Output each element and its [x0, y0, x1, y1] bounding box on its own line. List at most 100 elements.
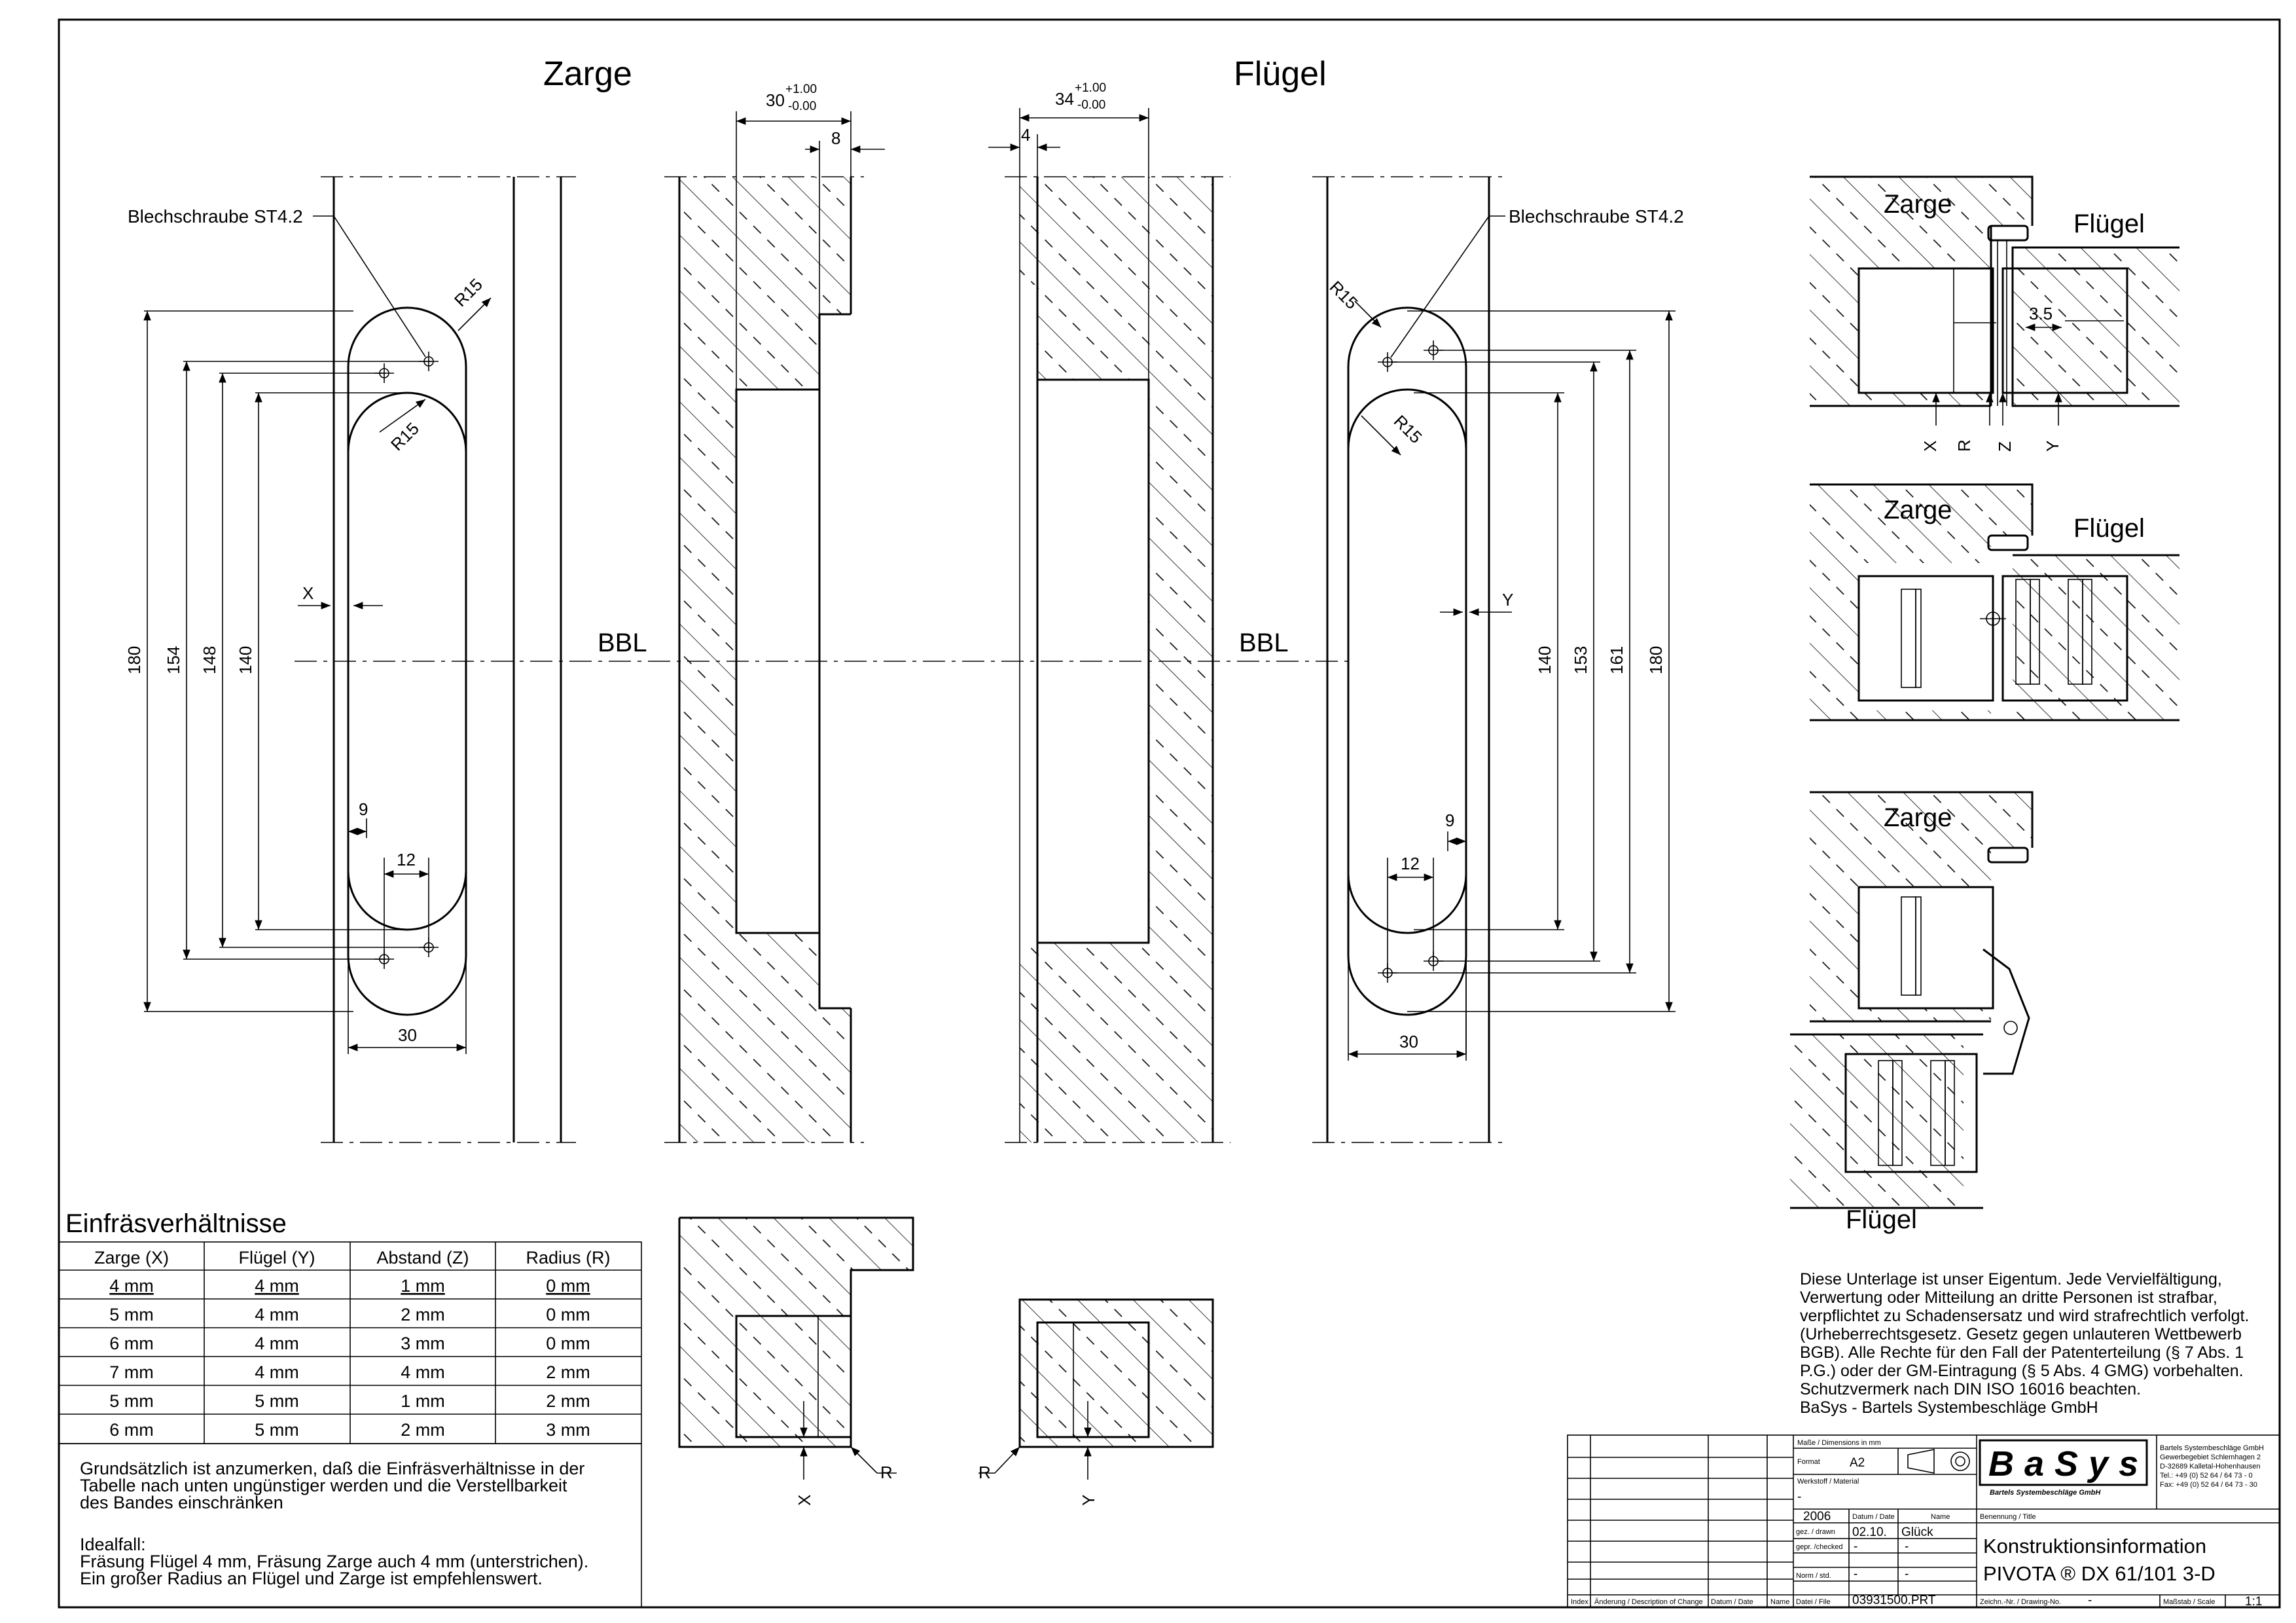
- table-cell: 2 mm: [546, 1391, 590, 1411]
- table-cell: 1 mm: [401, 1276, 445, 1296]
- fluegel-section-view: 34 +1.00 -0.00 4: [988, 81, 1230, 1143]
- d3-fluegel-label: Flügel: [1846, 1205, 1917, 1234]
- detail-1: 3.5 Zarge Flügel X R Z Y: [1810, 175, 2179, 452]
- legal-line: Diese Unterlage ist unser Eigentum. Jede…: [1800, 1270, 2222, 1288]
- legal-line: Schutzvermerk nach DIN ISO 16016 beachte…: [1800, 1380, 2141, 1398]
- page-border: [58, 18, 2281, 1609]
- table-title: Einfräsverhältnisse: [65, 1209, 287, 1238]
- r15-label-b: R15: [387, 418, 423, 454]
- screw-label-right: Blechschraube ST4.2: [1509, 206, 1684, 227]
- table-cell: 4 mm: [255, 1362, 299, 1382]
- tb-norm: Norm / std.: [1796, 1572, 1831, 1580]
- legal-line: BGB). Alle Rechte für den Fall der Paten…: [1800, 1343, 2244, 1362]
- fluegel-title: Flügel: [1234, 55, 1327, 93]
- tb-gepr-name: -: [1905, 1540, 1909, 1554]
- tb-drawer: Glück: [1901, 1525, 1933, 1539]
- einfraes-table: Einfräsverhältnisse Zarge (X) Flügel (Y)…: [58, 1209, 642, 1608]
- note-line: Ein großer Radius an Flügel und Zarge is…: [80, 1569, 543, 1588]
- r15-label-d: R15: [1390, 411, 1426, 447]
- bottom-section-right: R Y: [978, 1298, 1214, 1506]
- bbl-label-left: BBL: [598, 629, 647, 657]
- sec-right-y-label: Y: [1079, 1495, 1098, 1506]
- tb-norm-date: -: [1854, 1567, 1857, 1581]
- table-cell: 0 mm: [546, 1276, 590, 1296]
- sec-left-tol-dn: -0.00: [788, 100, 816, 113]
- sec-right-tol-up: +1.00: [1075, 81, 1106, 95]
- tb-file: 03931500.PRT: [1852, 1594, 1936, 1607]
- tb-zeich: Zeichn.-Nr. / Drawing-No.: [1980, 1598, 2061, 1606]
- table-cell: 3 mm: [401, 1334, 445, 1353]
- tb-format-value: A2: [1850, 1456, 1865, 1470]
- tb-gez: gez. / drawn: [1796, 1528, 1835, 1536]
- detail-2: Zarge Flügel: [1810, 483, 2179, 721]
- table-header-zarge: Zarge (X): [94, 1248, 169, 1267]
- tb-year: 2006: [1803, 1510, 1831, 1523]
- d1-zarge-label: Zarge: [1884, 190, 1952, 219]
- tb-norm-name: -: [1905, 1567, 1909, 1581]
- table-cell: 4 mm: [401, 1362, 445, 1382]
- tb-name-label: Name: [1931, 1513, 1950, 1521]
- basys-logo: [1979, 1439, 2148, 1486]
- tb-format-label: Format: [1797, 1458, 1820, 1466]
- tb-name2: Name: [1770, 1598, 1789, 1606]
- note-line: Idealfall:: [80, 1535, 146, 1554]
- note-line: des Bandes einschränken: [80, 1493, 283, 1512]
- dim-30-left: 30: [398, 1025, 417, 1045]
- tb-datei: Datei / File: [1796, 1598, 1831, 1606]
- tb-title-1: Konstruktionsinformation: [1983, 1535, 2206, 1558]
- note-line: Fräsung Flügel 4 mm, Fräsung Zarge auch …: [80, 1552, 588, 1571]
- basys-logo-text: BaSys: [1988, 1444, 2149, 1484]
- dim-180-left: 180: [124, 646, 144, 674]
- dim-30-right: 30: [1399, 1032, 1418, 1051]
- tb-massstab: Maßstab / Scale: [2163, 1598, 2215, 1606]
- legal-line: Verwertung oder Mitteilung an dritte Per…: [1800, 1288, 2217, 1307]
- d1-letter-z: Z: [1995, 441, 2015, 452]
- dim-9-left: 9: [359, 799, 368, 819]
- company-line: Fax: +49 (0) 52 64 / 64 73 - 30: [2160, 1481, 2257, 1489]
- fluegel-plan-view: Blechschraube ST4.2 R15 R15 140 153 161 …: [1312, 176, 1684, 1143]
- screw-label-left: Blechschraube ST4.2: [128, 206, 303, 227]
- tb-index: Index: [1571, 1598, 1588, 1606]
- y-mark-label: Y: [1502, 590, 1513, 610]
- table-cell: 3 mm: [546, 1420, 590, 1440]
- legal-line: verpflichtet zu Schadensersatz und wird …: [1800, 1307, 2249, 1325]
- tb-werkstoff: Werkstoff / Material: [1797, 1478, 1859, 1486]
- sec-left-dim-8: 8: [831, 128, 840, 148]
- table-header-radius: Radius (R): [526, 1248, 610, 1267]
- dim-12-right: 12: [1401, 854, 1420, 873]
- tb-werkstoff-value: -: [1797, 1490, 1801, 1504]
- dim-161-right: 161: [1607, 646, 1626, 674]
- table-header-fluegel: Flügel (Y): [238, 1248, 315, 1267]
- basys-logo-sub: Bartels Systembeschläge GmbH: [1990, 1489, 2101, 1497]
- dim-12-left: 12: [397, 850, 416, 869]
- company-line: D-32689 Kalletal-Hohenhausen: [2160, 1463, 2261, 1470]
- table-cell: 5 mm: [109, 1391, 154, 1411]
- tb-scale: 1:1: [2245, 1595, 2262, 1609]
- table-cell: 5 mm: [109, 1305, 154, 1324]
- sec-right-dim-34: 34: [1055, 89, 1074, 109]
- bottom-section-left: R X: [678, 1216, 914, 1506]
- table-cell: 0 mm: [546, 1334, 590, 1353]
- zarge-section-view: 30 +1.00 -0.00 8: [664, 82, 885, 1143]
- tb-gepr-date: -: [1854, 1540, 1857, 1554]
- tb-aenderung: Änderung / Description of Change: [1594, 1598, 1703, 1606]
- company-line: Gewerbegebiet Schlemhagen 2: [2160, 1453, 2261, 1461]
- note-line: Grundsätzlich ist anzumerken, daß die Ei…: [80, 1459, 584, 1478]
- zarge-plan-view: Blechschraube ST4.2 R15 R15 180 154 148 …: [124, 176, 576, 1143]
- detail-3: Zarge Flügel: [1790, 791, 2034, 1234]
- zarge-title: Zarge: [543, 55, 632, 93]
- table-cell: 5 mm: [255, 1391, 299, 1411]
- x-mark-label: X: [302, 583, 314, 603]
- sec-left-dim-30: 30: [766, 90, 785, 110]
- table-header-abstand: Abstand (Z): [376, 1248, 469, 1267]
- dim-148-left: 148: [200, 646, 219, 674]
- tb-gepr: gepr. /checked: [1796, 1543, 1843, 1551]
- table-cell: 2 mm: [401, 1305, 445, 1324]
- dim-154-left: 154: [164, 646, 183, 674]
- d1-letter-r: R: [1954, 439, 1974, 452]
- table-cell: 2 mm: [401, 1420, 445, 1440]
- legal-note: Diese Unterlage ist unser Eigentum. Jede…: [1800, 1270, 2249, 1417]
- table-cell: 6 mm: [109, 1334, 154, 1353]
- title-block: Maße / Dimensions in mm Format A2 Werkst…: [1567, 1434, 2280, 1609]
- table-cell: 6 mm: [109, 1420, 154, 1440]
